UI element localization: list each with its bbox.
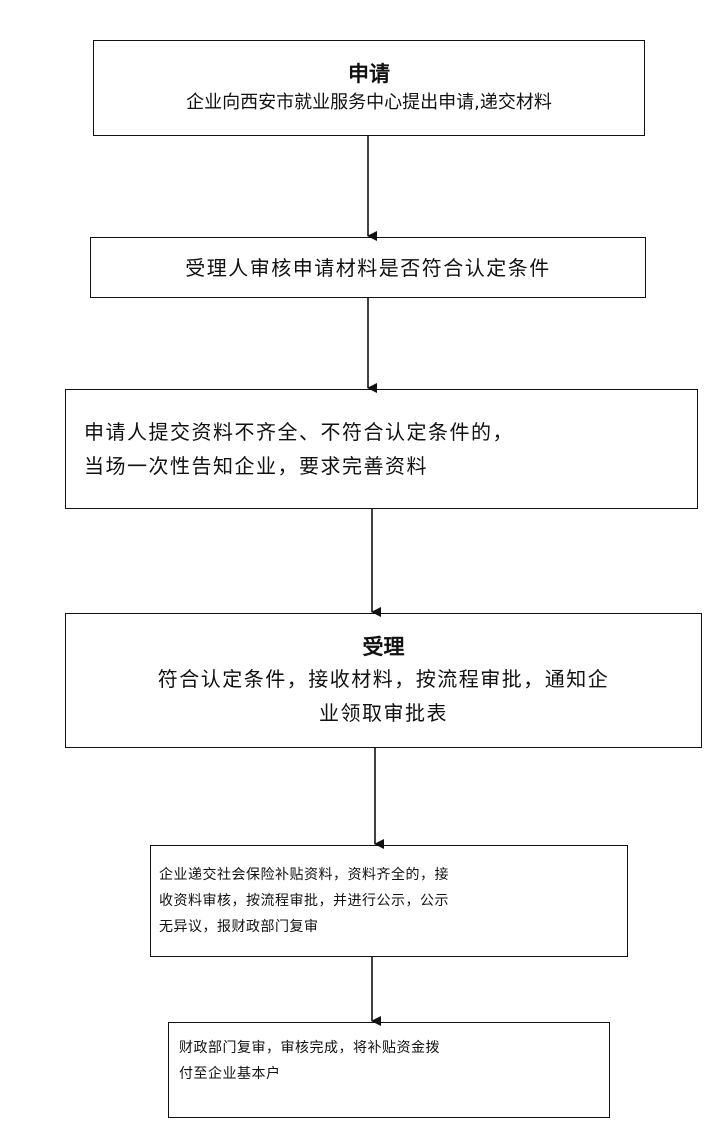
step-accept-line-2: 业领取审批表 — [319, 700, 448, 725]
step-apply-text: 企业向西安市就业服务中心提出申请,递交材料 — [186, 92, 552, 113]
step-accept-box: 受理 符合认定条件，接收材料，按流程审批，通知企 业领取审批表 — [65, 613, 702, 748]
step-submit-subsidy-line-1: 企业递交社会保险补贴资料，资料齐全的，接 — [159, 867, 449, 883]
step-finance-review-line-2: 付至企业基本户 — [179, 1066, 281, 1082]
step-submit-subsidy-line-2: 收资料审核，按流程审批，并进行公示，公示 — [159, 893, 449, 909]
step-review-text: 受理人审核申请材料是否符合认定条件 — [185, 255, 551, 280]
step-incomplete-box: 申请人提交资料不齐全、不符合认定条件的， 当场一次性告知企业，要求完善资料 — [65, 389, 698, 509]
step-submit-subsidy-line-3: 无异议，报财政部门复审 — [159, 919, 319, 935]
step-finance-review-line-1: 财政部门复审，审核完成，将补贴资金拨 — [179, 1040, 440, 1056]
step-incomplete-line-2: 当场一次性告知企业，要求完善资料 — [84, 454, 428, 478]
step-accept-title: 受理 — [362, 633, 405, 659]
step-finance-review-box: 财政部门复审，审核完成，将补贴资金拨 付至企业基本户 — [168, 1022, 610, 1118]
step-apply-title: 申请 — [348, 61, 390, 86]
step-accept-line-1: 符合认定条件，接收材料，按流程审批，通知企 — [157, 666, 610, 691]
step-review-box: 受理人审核申请材料是否符合认定条件 — [90, 237, 646, 298]
step-incomplete-line-1: 申请人提交资料不齐全、不符合认定条件的， — [84, 420, 514, 444]
step-apply-box: 申请 企业向西安市就业服务中心提出申请,递交材料 — [93, 40, 645, 136]
step-submit-subsidy-box: 企业递交社会保险补贴资料，资料齐全的，接 收资料审核，按流程审批，并进行公示，公… — [150, 845, 628, 957]
